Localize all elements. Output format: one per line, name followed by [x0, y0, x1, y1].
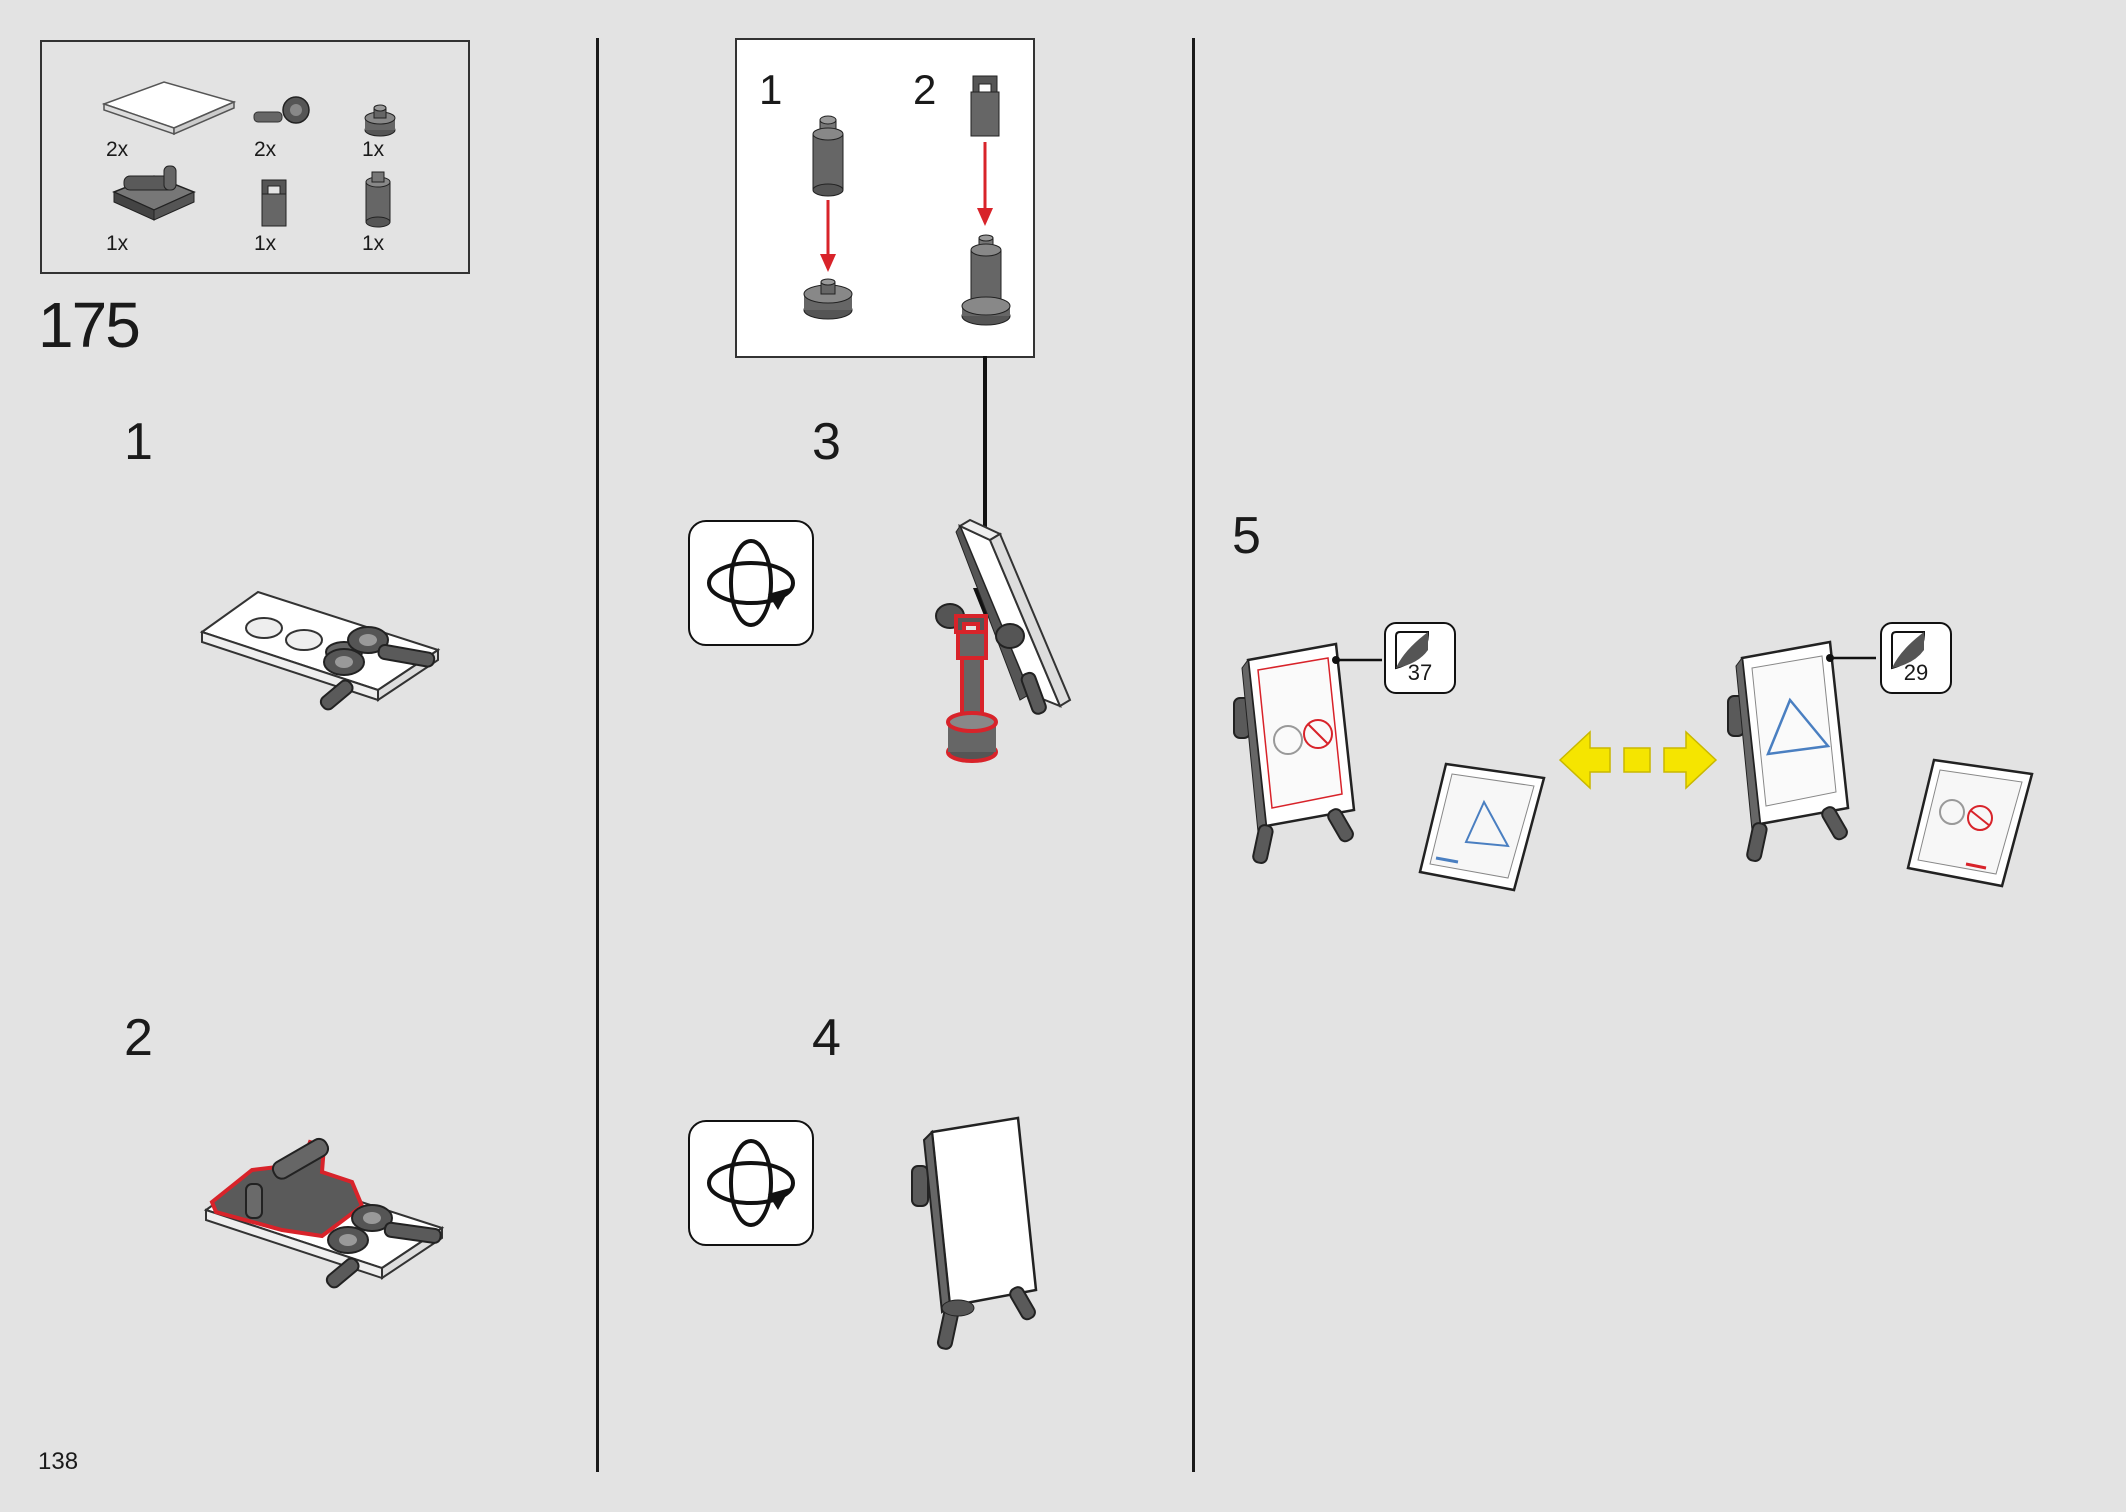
parts-list: 2x 2x 1x 1x 1x 1x [40, 40, 470, 274]
part-qty: 1x [106, 232, 129, 255]
round-plate-part [364, 104, 396, 137]
sticker-number-left: 37 [1407, 660, 1433, 685]
part-qty: 1x [362, 232, 385, 255]
substep-3-number: 3 [812, 413, 841, 471]
callout-step-2: 2 [913, 66, 937, 113]
part-qty: 1x [362, 138, 385, 161]
highlighted-stand [946, 614, 998, 763]
column-divider-1 [596, 38, 599, 1472]
step-number: 175 [38, 289, 141, 361]
callout-step-1-illustration [803, 115, 853, 320]
column-divider-2 [1192, 38, 1195, 1472]
rotate-model-icon [707, 539, 795, 627]
part-qty: 2x [254, 138, 277, 161]
sticker-icon [1395, 631, 1430, 670]
sticker-icon [1891, 631, 1926, 670]
rotate-model-indicator [688, 520, 814, 646]
sticker-badge-29: 29 [1880, 622, 1952, 694]
rotate-model-icon [707, 1139, 795, 1227]
part-qty: 2x [106, 138, 129, 161]
sticker-number-right: 29 [1903, 660, 1929, 685]
white-tile-part [101, 81, 237, 136]
sticker-sheet-tile-right [1906, 758, 2034, 888]
sticker-sheet-tile-left [1418, 762, 1546, 892]
easel-with-sticker-37 [1233, 642, 1356, 864]
callout-step-1: 1 [759, 66, 783, 113]
substep-3-illustration [935, 518, 1072, 763]
sticker-leader-line [1826, 654, 1876, 662]
hinge-bracket-part [112, 165, 196, 221]
substep-5-number: 5 [1232, 507, 1261, 565]
sticker-leader-line [1332, 656, 1382, 664]
substep-1-number: 1 [124, 413, 153, 471]
substep-4-illustration [911, 1116, 1038, 1350]
sub-assembly-callout: 1 2 [735, 38, 1035, 358]
sticker-badge-37: 37 [1384, 622, 1456, 694]
clip-bracket-part [261, 179, 287, 227]
substep-1-illustration [199, 590, 441, 711]
swap-arrows-icon [1558, 730, 1718, 790]
clip-bar-part [253, 96, 310, 124]
substep-2-number: 2 [124, 1009, 153, 1067]
easel-with-sticker-29 [1727, 640, 1850, 862]
substep-4-number: 4 [812, 1009, 841, 1067]
callout-step-2-illustration [961, 75, 1011, 326]
bar-cylinder-part [365, 171, 391, 228]
rotate-model-indicator [688, 1120, 814, 1246]
part-qty: 1x [254, 232, 277, 255]
page-number: 138 [38, 1448, 79, 1475]
substep-2-illustration [203, 1137, 445, 1289]
